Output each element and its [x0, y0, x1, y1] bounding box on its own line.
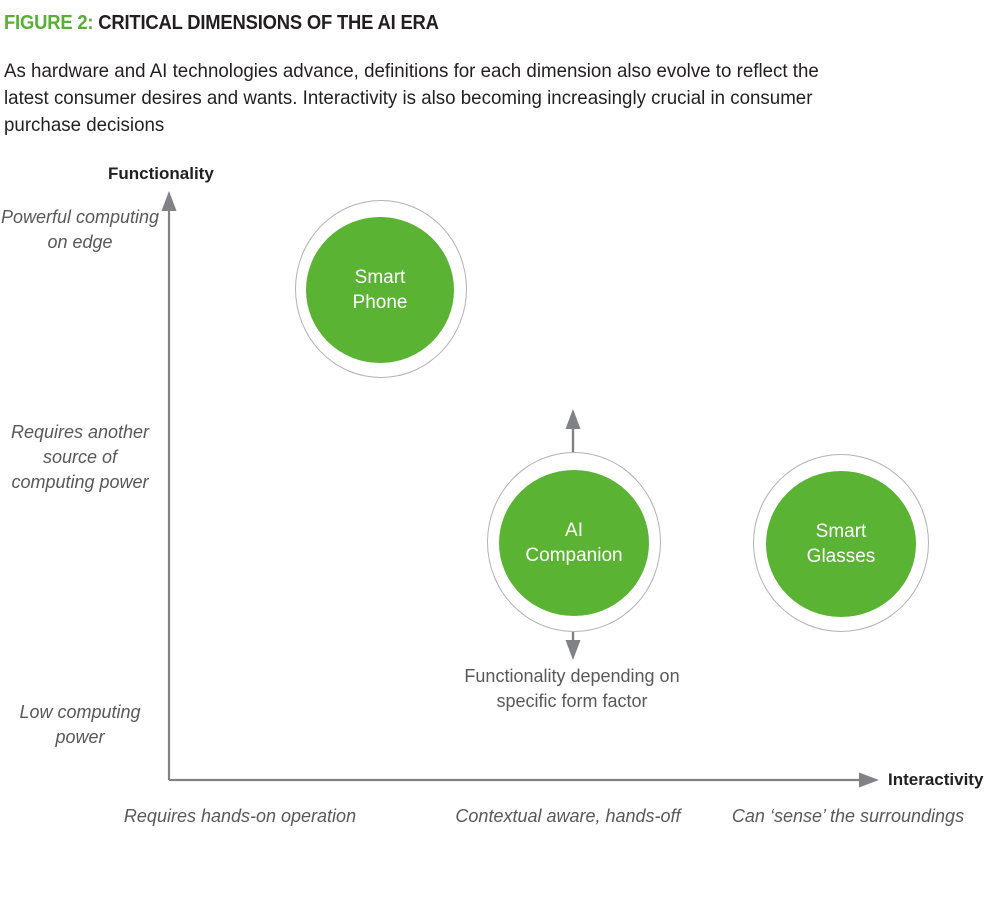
bubble-label-line2: Glasses: [806, 546, 876, 567]
annotation-line1: Functionality depending on: [464, 666, 680, 686]
bubble-disc: AI Companion: [499, 470, 649, 616]
bubble-label-line2: Phone: [352, 292, 408, 313]
bubble-disc: Smart Glasses: [766, 471, 916, 617]
bubble-ai-companion[interactable]: AI Companion: [487, 452, 661, 632]
figure-subtitle: As hardware and AI technologies advance,…: [4, 60, 819, 136]
y-tick-label-powerful-computing: Powerful computing on edge: [0, 207, 160, 252]
figure-number-label: FIGURE 2:: [4, 12, 94, 34]
bubble-label-line1: AI: [565, 520, 583, 541]
bubble-label-line1: Smart: [815, 521, 867, 542]
bubble-outer-ring: [753, 454, 929, 632]
bubble-label-line1: Smart: [354, 267, 406, 288]
x-axis-line: [169, 772, 879, 788]
bubble-disc: Smart Phone: [306, 217, 454, 363]
bubble-smart-glasses[interactable]: Smart Glasses: [753, 454, 929, 632]
ai-companion-annotation: Functionality depending on specific form…: [432, 664, 712, 714]
y-tick-label-low-computing: Low computing power: [19, 702, 141, 747]
bubble-label-line2: Companion: [525, 545, 623, 566]
x-axis-title: Interactivity: [888, 770, 984, 789]
y-axis-line: [161, 191, 177, 780]
figure-title: FIGURE 2: CRITICAL DIMENSIONS OF THE AI …: [4, 12, 887, 35]
x-tick-label-contextual-aware: Contextual aware, hands-off: [455, 806, 681, 826]
figure-title-text: CRITICAL DIMENSIONS OF THE AI ERA: [98, 12, 439, 34]
x-tick-label-can-sense: Can ‘sense’ the surroundings: [731, 806, 965, 826]
x-tick-label-hands-on: Requires hands-on operation: [123, 806, 357, 826]
range-arrow-up-icon: [565, 409, 581, 452]
figure-header: FIGURE 2: CRITICAL DIMENSIONS OF THE AI …: [4, 12, 964, 35]
y-axis-title: Functionality: [108, 164, 214, 183]
annotation-line2: specific form factor: [496, 691, 648, 711]
bubble-smart-phone[interactable]: Smart Phone: [295, 200, 467, 378]
range-arrow-down-icon: [565, 632, 581, 660]
bubble-outer-ring: [295, 200, 467, 378]
bubble-outer-ring: [487, 452, 661, 632]
y-tick-label-another-source: Requires another source of computing pow…: [10, 422, 150, 492]
